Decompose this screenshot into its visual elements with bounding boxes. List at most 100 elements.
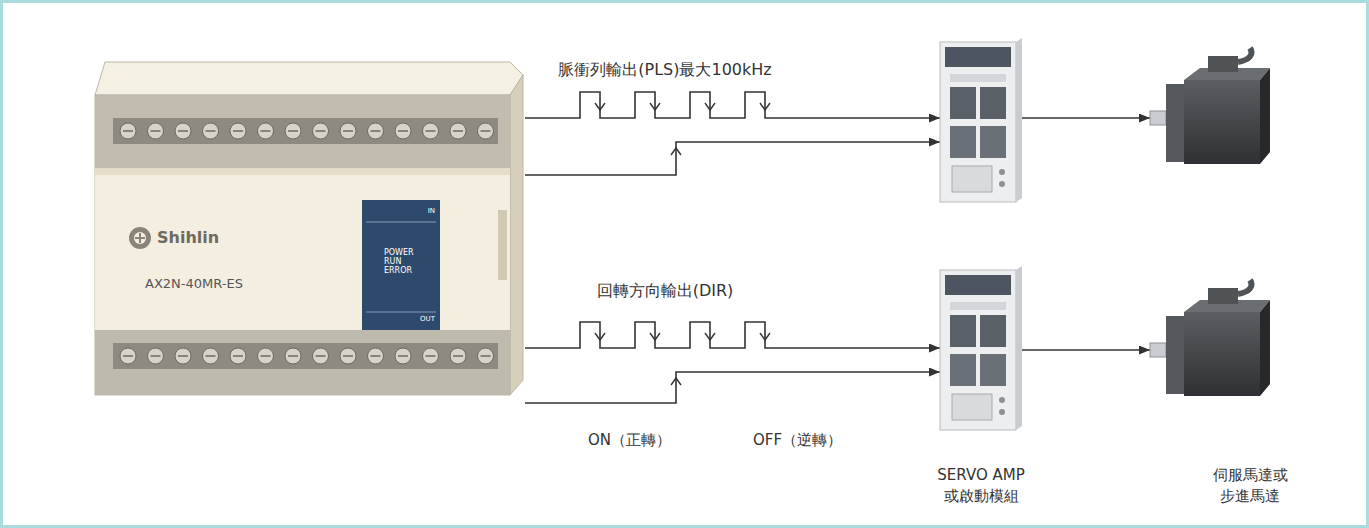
plc-unit: ShihlinAX2N-40MR-ESINPOWER RUN ERROROUT: [95, 40, 525, 410]
plc-unit-art: [148, 348, 164, 364]
rising-edge-arrow: [671, 378, 681, 385]
plc-unit-art: [123, 130, 133, 132]
plc-unit-art: [113, 343, 498, 369]
servo-amp: SERVO AMP 或啟動模組: [940, 270, 1022, 432]
plc-unit-art: [95, 330, 510, 395]
plc-unit-art: [95, 95, 510, 175]
rising-edge-arrow: [671, 148, 681, 155]
plc-unit-art: [481, 355, 491, 357]
plc-unit-art: [316, 355, 326, 357]
servo-amp-art: [952, 166, 992, 192]
servo-motor-art: [1150, 111, 1166, 125]
plc-unit-art: [95, 168, 510, 175]
pulse-edge-arrow: [650, 333, 660, 340]
servo-amp-art: [950, 126, 976, 158]
signal-connector: [525, 92, 940, 118]
plc-unit-art: [426, 355, 436, 357]
plc-unit-art: [203, 123, 219, 139]
plc-unit-art: [450, 123, 466, 139]
servo-motor-art: [1150, 288, 1270, 398]
plc-unit-art: [343, 130, 353, 132]
servo-amp-art: [999, 397, 1005, 403]
plc-unit-art: [95, 175, 510, 330]
plc-unit-art: [230, 348, 246, 364]
node-text: Shihlin: [157, 227, 219, 249]
plc-unit-art: [510, 75, 523, 395]
plc-unit-art: [113, 118, 498, 144]
servo-amp-art: [950, 302, 1006, 310]
signal-connector: [525, 142, 940, 175]
servo-amp-art: [940, 270, 1016, 430]
plc-unit-art: [371, 355, 381, 357]
signal-connector: [525, 372, 940, 403]
servo-amp-art: [999, 409, 1005, 415]
plc-unit-art: [423, 348, 439, 364]
pulse-edge-arrow: [650, 103, 660, 110]
node-text: POWER RUN ERROR: [384, 248, 426, 276]
plc-unit-art: [313, 123, 329, 139]
plc-unit-art: [398, 355, 408, 357]
plc-unit-art: [95, 95, 510, 395]
plc-unit-art: [261, 355, 271, 357]
servo-amp-art: [950, 74, 1006, 82]
plc-unit-art: [148, 123, 164, 139]
servo-amp-art: [980, 354, 1006, 386]
servo-motor-art: [1150, 56, 1270, 166]
plc-unit-art: [261, 130, 271, 132]
servo-motor: 伺服馬達或 步進馬達: [1150, 288, 1270, 398]
plc-unit-art: [368, 123, 384, 139]
pulse-edge-arrow: [760, 103, 770, 110]
status-panel-art: [366, 222, 436, 312]
servo-motor: [1150, 56, 1270, 166]
plc-unit-art: [203, 348, 219, 364]
servo-motor-art: [1184, 312, 1260, 396]
servo-amp-art: [950, 354, 976, 386]
plc-unit-art: [453, 130, 463, 132]
servo-amp-art: [980, 126, 1006, 158]
plc-unit-art: [340, 123, 356, 139]
plc-unit-art: [316, 130, 326, 132]
status-panel-art: [362, 200, 440, 330]
plc-unit-art: [129, 227, 151, 249]
servo-motor-art: [1208, 56, 1238, 72]
plc-unit-art: [151, 130, 161, 132]
plc-unit-art: [453, 355, 463, 357]
plc-unit-art: [95, 62, 523, 95]
node-text: IN: [428, 207, 435, 215]
servo-motor-art: [1150, 343, 1166, 357]
plc-unit-art: [120, 123, 136, 139]
servo-amp-art: [950, 315, 976, 347]
signal-connector: [1022, 349, 1150, 351]
servo-motor-art: [1238, 280, 1252, 294]
signal-label: 回轉方向輸出(DIR): [594, 281, 737, 302]
plc-unit-art: [233, 130, 243, 132]
servo-amp-art: [940, 270, 1022, 432]
plc-unit-art: [285, 123, 301, 139]
pulse-edge-arrow: [705, 103, 715, 110]
servo-amp-art: [1016, 266, 1022, 430]
plc-unit-art: [134, 232, 146, 244]
signal-connector: [525, 322, 940, 348]
plc-unit-art: [343, 355, 353, 357]
pulse-edge-arrow: [595, 333, 605, 340]
servo-motor-art: [1260, 68, 1270, 164]
plc-unit-art: [285, 348, 301, 364]
node-text: AX2N-40MR-ES: [145, 275, 243, 293]
plc-unit-art: [178, 355, 188, 357]
plc-unit-art: [258, 348, 274, 364]
servo-motor-art: [1208, 288, 1238, 304]
pulse-edge-arrow: [595, 103, 605, 110]
plc-unit-art: [95, 40, 525, 410]
signal-state-label: ON（正轉）: [585, 431, 674, 451]
plc-unit-art: [481, 130, 491, 132]
servo-amp-art: [999, 181, 1005, 187]
plc-unit-art: [450, 348, 466, 364]
plc-unit-art: [478, 123, 494, 139]
plc-unit-art: [498, 210, 507, 280]
plc-unit-art: [371, 130, 381, 132]
servo-amp-art: [945, 47, 1011, 67]
plc-unit-art: [340, 348, 356, 364]
servo-amp-art: [980, 87, 1006, 119]
